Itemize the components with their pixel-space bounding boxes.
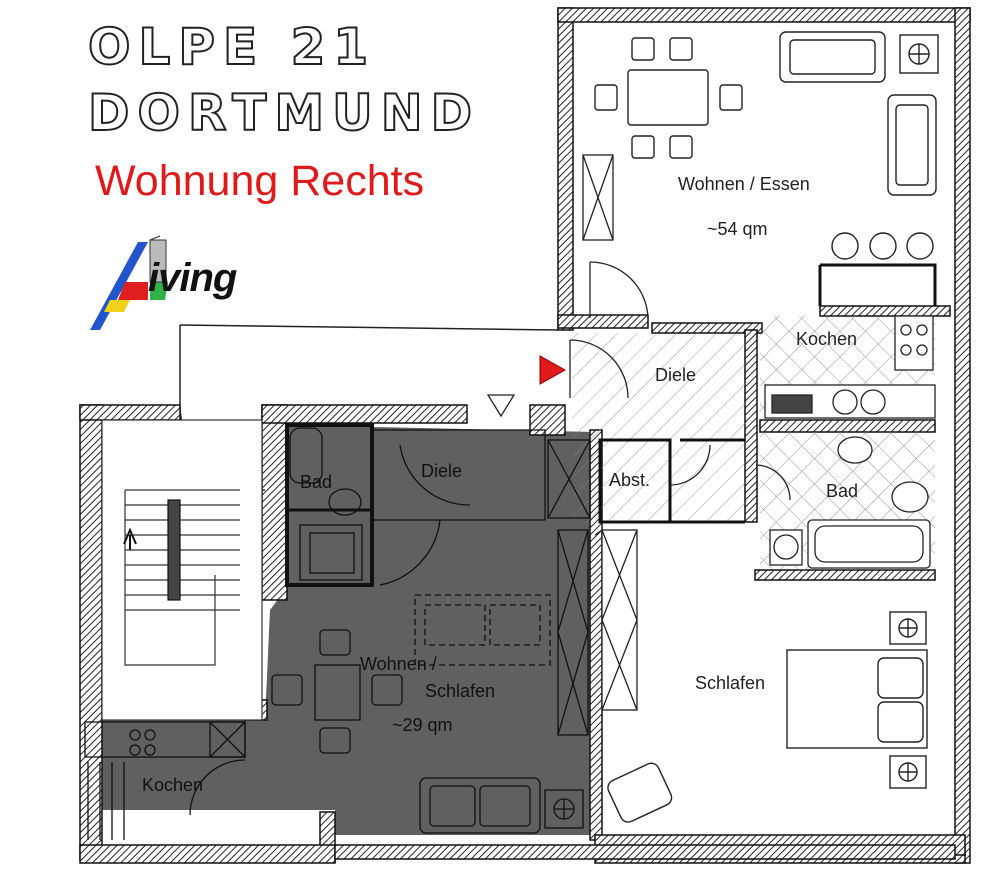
logo-wordmark: iving: [148, 256, 237, 300]
left-unit-interior: [84, 423, 591, 840]
schlafen-furniture: [607, 611, 928, 823]
sofa-set-wohnen: [779, 31, 939, 196]
logo-green-block: [150, 282, 168, 300]
logo-yellow-block: [104, 300, 130, 312]
diele-right-floor: [572, 333, 747, 523]
logo-grey-stem: [149, 239, 167, 283]
room-area-wohnen-schlafen: ~29 qm: [392, 715, 453, 735]
room-label-schlafen: Schlafen: [695, 673, 766, 693]
room-label-diele-rechts: Diele: [655, 365, 697, 385]
room-label-bad-rechts: Bad: [826, 481, 859, 501]
room-label-diele-links: Diele: [421, 461, 463, 481]
logo-mark: [90, 235, 168, 330]
stairwell: [101, 419, 263, 721]
room-label-kochen-links: Kochen: [142, 775, 204, 795]
room-label-abst: Abst.: [609, 470, 651, 490]
entry-marker-outline: [486, 394, 516, 418]
room-label-bad-links: Bad: [300, 472, 333, 492]
partitions-right: [598, 263, 937, 524]
unit-subtitle: Wohnung Rechts: [95, 157, 425, 205]
entry-marker-red: [539, 355, 567, 385]
kitchen-right-appliances: [764, 315, 936, 419]
room-area-wohnen-essen: ~54 qm: [707, 219, 768, 239]
wardrobes: [601, 529, 638, 711]
room-label-wohnen-essen: Wohnen / Essen: [678, 174, 810, 194]
logo-red-block: [118, 282, 148, 300]
window-wohnen: [582, 154, 614, 241]
room-label-wohnen-schlafen-1: Wohnen /: [360, 654, 437, 674]
doors-right: [569, 261, 791, 536]
room-label-kochen-rechts: Kochen: [796, 329, 858, 349]
armchairs: [831, 232, 934, 260]
logo-blue-stroke: [90, 242, 148, 330]
room-label-wohnen-schlafen-2: Schlafen: [425, 681, 496, 701]
bath-right-fixtures: [769, 436, 931, 569]
dining-set: [594, 37, 743, 159]
building-address-line1: OLPE 21: [87, 18, 377, 76]
entry-markers: [486, 355, 567, 418]
building-address-line2: DORTMUND: [87, 84, 481, 142]
